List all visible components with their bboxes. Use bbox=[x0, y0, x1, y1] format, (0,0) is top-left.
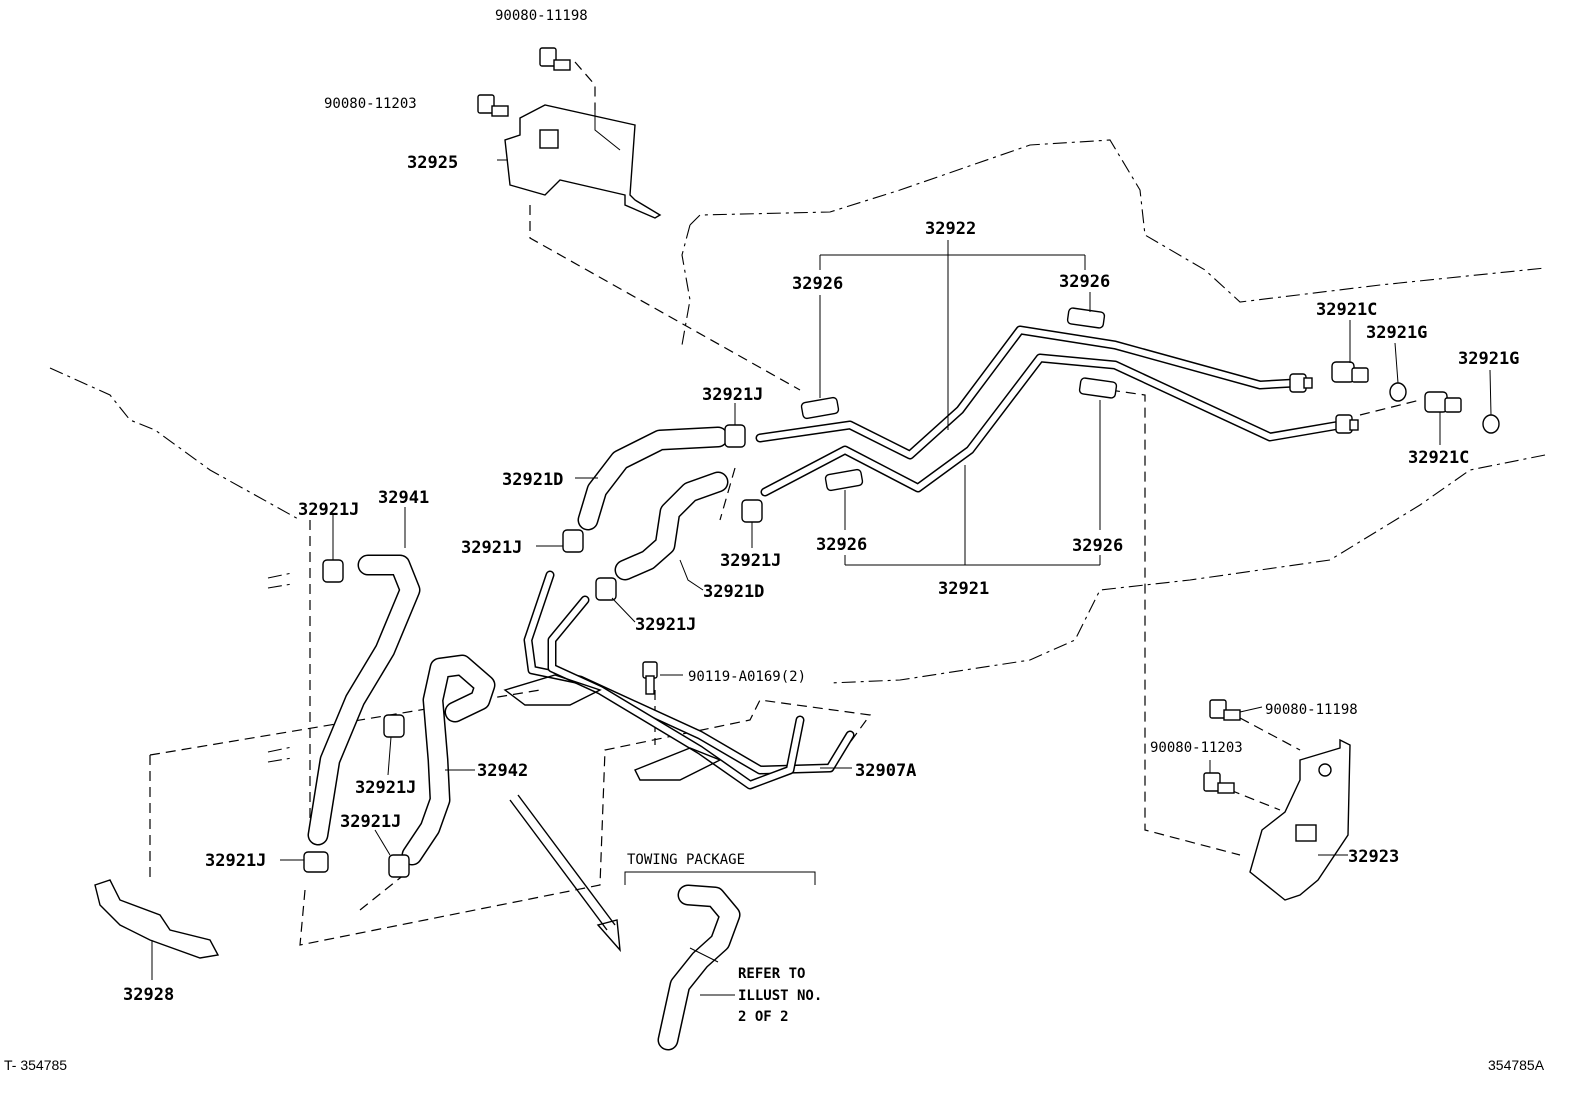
label-bolt-mid: 90119-A0169(2) bbox=[688, 669, 806, 685]
label-pipe-07: 32907A bbox=[855, 761, 916, 781]
label-bolt-br-2: 90080-11203 bbox=[1150, 740, 1243, 756]
part-labels: 90080-11198 90080-11203 32925 32922 3292… bbox=[123, 8, 1519, 1005]
label-clip-j3: 32921J bbox=[461, 538, 522, 558]
label-hose-d2: 32921D bbox=[703, 582, 764, 602]
bracket-32928[interactable] bbox=[94, 879, 220, 959]
label-clip-j7: 32921J bbox=[340, 812, 401, 832]
towing-package-title: TOWING PACKAGE bbox=[627, 852, 745, 868]
label-bracket-br: 32923 bbox=[1348, 847, 1399, 867]
label-bolt-top-1: 90080-11198 bbox=[495, 8, 588, 24]
grommet-clamps[interactable] bbox=[800, 307, 1118, 492]
label-clip-j2: 32921J bbox=[298, 500, 359, 520]
label-clip-j4: 32921J bbox=[720, 551, 781, 571]
label-bracket-bl: 32928 bbox=[123, 985, 174, 1005]
refer-line-3: 2 OF 2 bbox=[738, 1009, 789, 1025]
pipe-end-fittings bbox=[1289, 373, 1359, 434]
towing-arrow bbox=[509, 794, 621, 953]
engine-outline bbox=[49, 139, 1546, 763]
bracket-top-32925[interactable] bbox=[504, 104, 662, 219]
label-bracket-top: 32925 bbox=[407, 153, 458, 173]
refer-line-1: REFER TO bbox=[738, 966, 805, 982]
label-pipe-sub: 32921 bbox=[938, 579, 989, 599]
unions-gaskets[interactable] bbox=[1331, 361, 1500, 434]
label-hose-42: 32942 bbox=[477, 761, 528, 781]
pipe-assy[interactable] bbox=[523, 325, 1345, 790]
corner-id-right: 354785A bbox=[1488, 1057, 1545, 1073]
refer-line-2: ILLUST NO. bbox=[738, 988, 822, 1004]
label-union-1: 32921C bbox=[1316, 300, 1377, 320]
label-pipe-assy: 32922 bbox=[925, 219, 976, 239]
label-bolt-top-2: 90080-11203 bbox=[324, 96, 417, 112]
label-clamp-br: 32926 bbox=[1072, 536, 1123, 556]
pipe-bracket-mid[interactable] bbox=[503, 674, 722, 781]
label-gasket-2: 32921G bbox=[1458, 349, 1519, 369]
label-clip-j6: 32921J bbox=[355, 778, 416, 798]
towing-package: TOWING PACKAGE REFER TO ILLUST NO. 2 OF … bbox=[627, 852, 822, 1025]
label-clamp-tr: 32926 bbox=[1059, 272, 1110, 292]
label-clip-j5: 32921J bbox=[635, 615, 696, 635]
clips[interactable] bbox=[303, 424, 763, 878]
towing-bracket-line bbox=[624, 871, 816, 885]
label-clamp-bl: 32926 bbox=[816, 535, 867, 555]
label-clip-j1: 32921J bbox=[702, 385, 763, 405]
label-clip-j8: 32921J bbox=[205, 851, 266, 871]
hoses[interactable] bbox=[307, 426, 741, 1051]
label-hose-d1: 32921D bbox=[502, 470, 563, 490]
bracket-bottom-32923[interactable] bbox=[1249, 738, 1351, 901]
label-union-2: 32921C bbox=[1408, 448, 1469, 468]
leaders bbox=[151, 159, 1492, 996]
bolts[interactable] bbox=[477, 47, 1241, 794]
label-gasket-1: 32921G bbox=[1366, 323, 1427, 343]
label-clamp-tl: 32926 bbox=[792, 274, 843, 294]
label-hose-41: 32941 bbox=[378, 488, 429, 508]
label-bolt-br-1: 90080-11198 bbox=[1265, 702, 1358, 718]
corner-id-left: T- 354785 bbox=[4, 1057, 67, 1073]
